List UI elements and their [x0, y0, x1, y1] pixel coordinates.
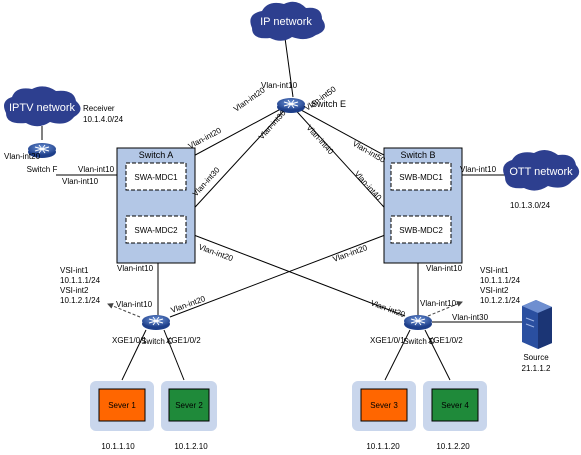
switch-e-icon — [277, 98, 305, 113]
ott-subnet: 10.1.3.0/24 — [510, 201, 551, 210]
link-ip-to-switch-e — [284, 37, 294, 98]
link-switch-d-to-server3 — [384, 329, 411, 381]
vsi-d-int2-ip: 10.1.2.1/24 — [480, 296, 521, 305]
link-swa-mdc2-to-switch-d — [185, 231, 406, 317]
switch-a-label: Switch A — [139, 150, 174, 160]
ip-network-label: IP network — [260, 16, 312, 28]
switch-c-label: Switch C — [141, 337, 173, 346]
swb-mdc1-box — [390, 162, 452, 191]
server-1: Sever 1 10.1.1.10 — [90, 381, 154, 451]
server-3-ip: 10.1.1.20 — [366, 442, 400, 451]
server-2-ip: 10.1.2.10 — [174, 442, 208, 451]
swa-mdc2-label: SWA-MDC2 — [134, 226, 178, 235]
server-2-name: Sever 2 — [175, 401, 203, 410]
vsi-d-int1: VSI-int1 — [480, 266, 509, 275]
link-switch-c-to-server2 — [163, 329, 185, 381]
server-4-ip: 10.1.2.20 — [436, 442, 470, 451]
switch-e-label: Switch E — [311, 99, 346, 109]
vlan-label-a-left: Vlan-int10 — [78, 165, 115, 174]
vsi-arrow-c — [107, 303, 141, 318]
vlan-label-f-right: Vlan-int10 — [62, 177, 99, 186]
vlan-label-d-left: Vlan-int20 — [369, 298, 406, 319]
switch-b-label: Switch B — [400, 150, 435, 160]
server-1-name: Sever 1 — [108, 401, 136, 410]
vlan-label-b-e50: Vlan-int50 — [351, 139, 387, 165]
switch-d-label: Switch D — [403, 337, 435, 346]
vlan-label-b-ott: Vlan-int10 — [460, 165, 497, 174]
source-server-icon — [522, 300, 552, 349]
source-ip: 21.1.1.2 — [522, 364, 551, 373]
vlan-label-d-source: Vlan-int30 — [452, 313, 489, 322]
vlan-label-b-d: Vlan-int10 — [426, 264, 463, 273]
vlan-label-a-c: Vlan-int10 — [117, 264, 154, 273]
swa-mdc2-box — [125, 215, 187, 244]
server-3-name: Sever 3 — [370, 401, 398, 410]
switch-f-icon — [28, 143, 56, 158]
vsi-c-int2: VSI-int2 — [60, 286, 89, 295]
vlan-label-c-right: Vlan-int20 — [170, 294, 207, 315]
switch-f-label: Switch F — [27, 165, 58, 174]
vsi-arrow-d — [427, 301, 463, 317]
links — [41, 37, 522, 381]
vsi-c-int2-ip: 10.1.2.1/24 — [60, 296, 101, 305]
ip-network-cloud: IP network — [250, 1, 325, 41]
vlan-label-e-a20: Vlan-int20 — [232, 85, 267, 113]
swb-mdc1-label: SWB-MDC1 — [399, 173, 443, 182]
link-e-to-swb-mdc1 — [289, 103, 394, 161]
vlan-label-d-top: Vlan-int10 — [420, 299, 457, 308]
swb-mdc2-box — [390, 215, 452, 244]
ott-network-label: OTT network — [509, 166, 573, 178]
swa-mdc1-label: SWA-MDC1 — [134, 173, 178, 182]
switch-b-box: Switch B SWB-MDC1 SWB-MDC2 — [383, 147, 463, 264]
link-switch-d-to-server4 — [424, 329, 451, 381]
vsi-c-int1: VSI-int1 — [60, 266, 89, 275]
receiver-ip: 10.1.4.0/24 — [83, 115, 124, 124]
iptv-network-cloud: IPTV network — [4, 86, 81, 127]
vlan-label-b-c: Vlan-int20 — [332, 243, 369, 264]
vlan-label-c-left: Vlan-int10 — [116, 300, 153, 309]
vlan-label-b-e40: Vlan-int40 — [353, 169, 384, 202]
server-4-name: Sever 4 — [441, 401, 469, 410]
link-e-to-swa-mdc2 — [185, 103, 291, 218]
source-title: Source — [523, 353, 549, 362]
swb-mdc2-label: SWB-MDC2 — [399, 226, 443, 235]
vlan-label-a-d: Vlan-int20 — [197, 242, 234, 263]
swa-mdc1-box — [125, 162, 187, 191]
link-swb-mdc2-to-switch-c — [169, 231, 394, 318]
link-switch-c-to-server1 — [121, 329, 147, 381]
iptv-network-label: IPTV network — [9, 102, 76, 114]
switch-c-port-right: XGE1/0/2 — [166, 336, 201, 345]
vlan-label-a-e20: Vlan-int20 — [187, 126, 224, 151]
vlan-label-f-up: Vlan-int20 — [4, 152, 41, 161]
vlan-label-ip-e: Vlan-int10 — [261, 81, 298, 90]
vlan-label-e-b40: Vlan-int40 — [305, 123, 336, 156]
vsi-c-int1-ip: 10.1.1.1/24 — [60, 276, 101, 285]
switch-d-port-right: XGE1/0/2 — [428, 336, 463, 345]
switch-d-port-left: XGE1/0/1 — [370, 336, 405, 345]
switch-c-icon — [142, 315, 170, 330]
server-4: Sever 4 10.1.2.20 — [423, 381, 487, 451]
switch-d-icon — [404, 315, 432, 330]
switch-c-port-left: XGE1/0/1 — [112, 336, 147, 345]
server-3: Sever 3 10.1.1.20 — [352, 381, 416, 451]
ott-network-cloud: OTT network — [503, 149, 580, 191]
switch-a-box: Switch A SWA-MDC1 SWA-MDC2 — [116, 147, 196, 264]
server-2: Sever 2 10.1.2.10 — [161, 381, 217, 451]
vsi-d-int1-ip: 10.1.1.1/24 — [480, 276, 521, 285]
link-e-to-swb-mdc2 — [289, 103, 394, 218]
link-e-to-swa-mdc1 — [185, 103, 291, 161]
server-1-ip: 10.1.1.10 — [101, 442, 135, 451]
receiver-title: Receiver — [83, 104, 115, 113]
vsi-d-int2: VSI-int2 — [480, 286, 509, 295]
